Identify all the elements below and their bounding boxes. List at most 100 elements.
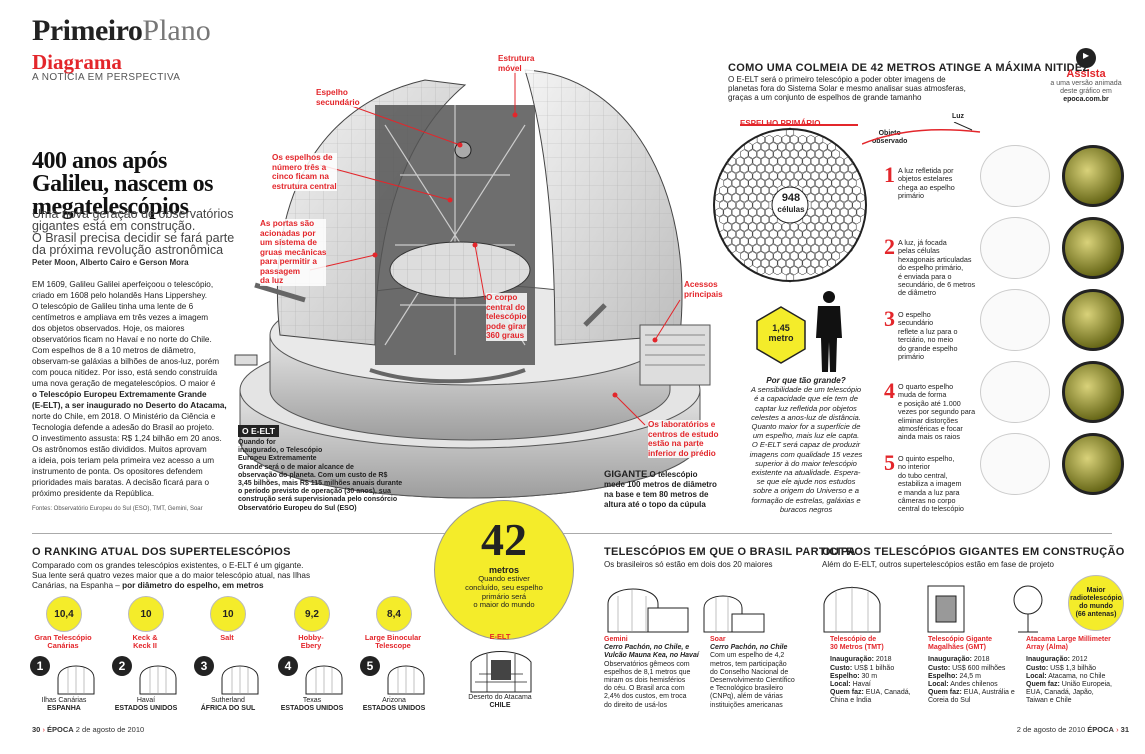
step-diagram-icon	[980, 145, 1050, 207]
ranking-name: Hobby-Ebery	[266, 633, 356, 651]
outros-name: 30 Metros (TMT)	[830, 644, 884, 652]
callout-espelho-secundario: Espelho secundário	[316, 88, 360, 107]
step-line: central do telescópio	[898, 504, 964, 514]
outros-val: 2018	[875, 656, 892, 664]
ranking-loc2: ÁFRICA DO SUL	[200, 705, 256, 713]
callout-line: Os laboratórios e	[648, 420, 716, 429]
eelt-line: Quando for	[238, 439, 276, 446]
headline: 400 anos após Galileu, nascem os megatel…	[32, 149, 232, 219]
footer-left: 30 › ÉPOCA 2 de agosto de 2010	[32, 725, 145, 734]
moon-image	[1062, 433, 1124, 495]
radio-line: do mundo	[1079, 603, 1113, 610]
ranking-name: Keck &Keck II	[100, 633, 190, 651]
espelho-primario-bar: ESPELHO PRIMÁRIO	[740, 113, 858, 128]
headline-line: Galileu, nascem os	[32, 171, 214, 197]
brasil-observatories-icon	[607, 588, 765, 633]
ranking-number: 5	[360, 656, 380, 676]
eelt-line: Grande será o de maior alcance de	[238, 463, 354, 471]
ranking-loc2: ESTADOS UNIDOS	[362, 705, 426, 713]
ranking-line: Canárias, na Espanha –	[32, 580, 123, 590]
moon-image	[1062, 145, 1124, 207]
lead-line: da próxima revolução astronômica	[32, 243, 224, 257]
ranking-number: 4	[278, 656, 298, 676]
body-line: uma nova geração de megatelescópios. O m…	[32, 379, 216, 388]
callout-acessos: Acessos principais	[684, 280, 723, 299]
body-line: observatórios ficam no Havaí e no norte …	[32, 335, 212, 344]
outros-val: 30 m	[861, 672, 878, 680]
eelt-text: Quando for inaugurado, o Telescópio Euro…	[238, 439, 428, 513]
outros-row-line: China e Índia	[830, 697, 930, 705]
callout-line: cinco ficam na	[272, 172, 329, 181]
step-line: A luz refletida por	[898, 166, 954, 175]
callout-line: principais	[684, 289, 723, 299]
porque-line: buracos negros	[779, 504, 833, 514]
outros-key: Inauguração:	[928, 656, 972, 664]
body-line: O telescópio de Galileu tinha uma lente …	[32, 302, 194, 311]
telescope-dome-icon	[221, 665, 259, 695]
objeto-observado: Objeto observado	[872, 130, 907, 146]
ranking-name-line: Salt	[220, 633, 234, 642]
body-line: EM 1609, Galileu Galilei aperfeiçoou o t…	[32, 280, 214, 289]
telescope-dome-icon	[57, 665, 95, 695]
outros-sub: Além do E-ELT, outros supertelescópios e…	[822, 560, 1054, 569]
step-line: A luz, já focada	[898, 238, 947, 247]
outros-val: Coreia do Sul	[928, 697, 971, 705]
assista-link[interactable]: epoca.com.br	[1063, 96, 1109, 104]
porque-line: captar luz refletida por objetos	[755, 403, 857, 413]
callout-line: número três a	[272, 162, 327, 172]
callout-line: Acessos	[684, 280, 718, 289]
ranking-value-disc: 10	[210, 596, 246, 632]
outros-row-line: Inauguração: 2018	[928, 656, 1028, 664]
step-line: pelas células	[898, 246, 940, 256]
step-diagram-icon	[980, 433, 1050, 495]
porque-block: Por que tão grande? A sensibilidade de u…	[726, 376, 886, 514]
callout-line: 360 graus	[486, 331, 525, 340]
outros-key: Espelho:	[830, 672, 860, 680]
body-line: Tecnologia defende a adesão do Brasil ao…	[32, 423, 215, 432]
step-number: 4	[884, 378, 895, 403]
ranking-loc1: Havaí	[136, 697, 156, 704]
colmeia-title: COMO UMA COLMEIA DE 42 METROS ATINGE A M…	[728, 62, 1090, 74]
outros-val: EUA, Canadá,	[865, 689, 911, 697]
ranking-line: Comparado com os grandes telescópios exi…	[32, 561, 304, 570]
ranking-line-bold: por diâmetro do espelho, em metros	[122, 580, 264, 590]
outros-row-line: Custo: US$ 600 milhões	[928, 665, 1028, 673]
step-line: e posição até 1.000	[898, 398, 961, 408]
footer-date-left: 2 de agosto de 2010	[75, 725, 145, 734]
body-line: dos objetos observados. Hoje, os maiores	[32, 324, 185, 333]
step-diagram-icon	[980, 361, 1050, 423]
outros-row-line: Inauguração: 2012	[1026, 656, 1126, 664]
hex-num: 1,45	[772, 323, 790, 333]
big-42-line: primário será	[481, 591, 527, 601]
callout-line: estão na parte	[648, 439, 704, 448]
ranking-name-line: Telescope	[375, 641, 411, 651]
outros-val: US$ 1 bilhão	[854, 664, 895, 672]
ranking-name: Salt	[182, 633, 272, 642]
step-line: do tubo central,	[898, 470, 948, 480]
body-line: prioridades mais baratas. A decisão fica…	[32, 478, 210, 487]
gemini-block: Gemini Cerro Pachón, no Chile, e Vulcão …	[604, 636, 702, 710]
ranking-name-line: Gran Telescópio	[34, 633, 92, 642]
telescope-dome-icon	[387, 665, 425, 695]
step-line: objetos estelares	[898, 174, 953, 184]
step-line: câmeras no corpo	[898, 496, 956, 506]
outros-row-line: EUA, Canadá, Japão,	[1026, 689, 1126, 697]
soar-line: Com um espelho de 4,2	[710, 652, 785, 660]
callout-line: gruas mecânicas	[260, 247, 327, 257]
step-line: do grande espelho	[898, 343, 958, 353]
callout-line: O corpo	[486, 293, 518, 302]
callout-portas: As portas são acionadas por um sistema d…	[260, 219, 327, 286]
colmeia-line: graças a um conjunto de espelhos de gran…	[728, 93, 922, 102]
ranking-value-disc: 10	[128, 596, 164, 632]
gemini-loc: Vulcão Mauna Kea, no Havaí	[604, 652, 699, 660]
big-42-unit: metros	[488, 565, 519, 575]
brasil-sub: Os brasileiros só estão em dois dos 20 m…	[604, 560, 773, 569]
outros-row-line: Local: Atacama, no Chile	[1026, 673, 1126, 681]
radio-line: Maior	[1086, 587, 1106, 594]
callout-line: secundário	[316, 97, 360, 107]
